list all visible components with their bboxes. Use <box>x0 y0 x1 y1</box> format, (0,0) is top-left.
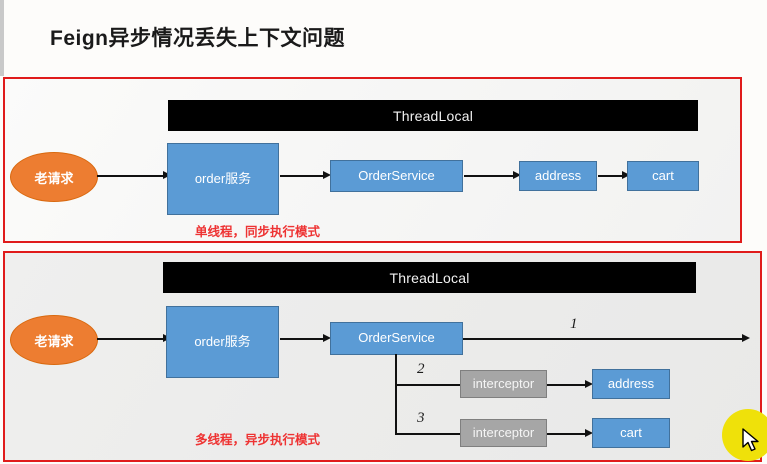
node-order-service-app-async: order服务 <box>166 306 279 378</box>
arrow-head-order-to-orderservice-sync <box>323 171 331 179</box>
arrow-branch-one-main <box>463 338 745 340</box>
entry-node-request-async: 老请求 <box>10 315 98 365</box>
branch-trunk-vertical <box>395 354 397 434</box>
panel-sync-diagram: ThreadLocal 老请求 order服务 OrderService add… <box>3 77 742 243</box>
branch-number-2: 2 <box>417 361 425 377</box>
mouse-cursor-icon <box>742 428 759 452</box>
node-orderservice-async: OrderService <box>330 322 463 355</box>
left-gutter-strip <box>0 0 4 76</box>
threadlocal-bar-async: ThreadLocal <box>163 262 696 293</box>
arrow-head-address-to-cart-sync <box>622 171 630 179</box>
arrow-head-order-to-orderservice-async <box>323 334 331 342</box>
arrow-interceptor-to-cart <box>547 433 589 435</box>
arrow-address-to-cart-sync <box>598 175 626 177</box>
entry-node-request-sync: 老请求 <box>10 152 98 202</box>
arrow-branch-two-to-interceptor <box>395 384 463 386</box>
arrow-branch-three-to-interceptor <box>395 433 463 435</box>
node-address-sync: address <box>519 161 597 191</box>
branch-number-3: 3 <box>417 410 425 426</box>
branch-number-1: 1 <box>570 316 578 332</box>
page-title: Feign异步情况丢失上下文问题 <box>50 27 345 50</box>
caption-async-mode: 多线程，异步执行模式 <box>195 433 321 447</box>
arrow-order-to-orderservice-async <box>280 338 325 340</box>
arrow-interceptor-to-address <box>547 384 589 386</box>
arrow-head-interceptor-to-cart <box>585 429 593 437</box>
node-interceptor-address: interceptor <box>460 370 547 398</box>
threadlocal-bar-sync: ThreadLocal <box>168 100 698 131</box>
node-cart-async: cart <box>592 418 670 448</box>
node-orderservice-sync: OrderService <box>330 160 463 192</box>
arrow-head-branch-one <box>742 334 750 342</box>
arrow-head-interceptor-to-address <box>585 380 593 388</box>
arrow-orderservice-to-address-sync <box>464 175 516 177</box>
arrow-request-to-order-sync <box>97 175 165 177</box>
node-order-service-app-sync: order服务 <box>167 143 279 215</box>
node-interceptor-cart: interceptor <box>460 419 547 447</box>
caption-sync-mode: 单线程，同步执行模式 <box>195 225 321 239</box>
arrow-order-to-orderservice-sync <box>280 175 325 177</box>
panel-async-diagram: ThreadLocal 老请求 order服务 OrderService 1 2… <box>3 251 762 462</box>
node-address-async: address <box>592 369 670 399</box>
node-cart-sync: cart <box>627 161 699 191</box>
arrow-request-to-order-async <box>97 338 165 340</box>
arrow-head-orderservice-to-address-sync <box>513 171 521 179</box>
